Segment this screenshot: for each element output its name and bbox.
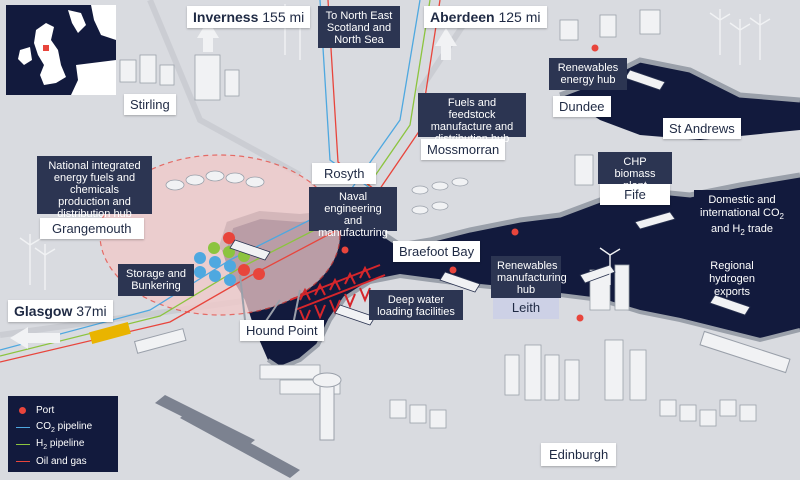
storage-bunkering-box: Storage and Bunkering — [118, 264, 194, 296]
dundee-label: Dundee — [553, 96, 611, 117]
braefoot-bay-label: Braefoot Bay — [393, 241, 481, 262]
stirling-label: Stirling — [124, 94, 176, 115]
edinburgh-label: Edinburgh — [541, 443, 617, 466]
mossmorran-label: Mossmorran — [421, 139, 506, 160]
co2-line-swatch — [16, 427, 30, 428]
fife-label: Fife — [600, 184, 670, 205]
glasgow-label: Glasgow 37mi — [8, 300, 113, 322]
legend: Port CO2 pipeline H2 pipeline Oil and ga… — [8, 396, 118, 472]
co2-pipeline — [0, 0, 421, 351]
deep-water-box: Deep water loading facilities — [369, 290, 463, 320]
renewables-energy-hub-box: Renewables energy hub — [549, 58, 627, 90]
aberdeen-name: Aberdeen — [430, 9, 495, 25]
inverness-name: Inverness — [193, 9, 259, 25]
grangemouth-label: Grangemouth — [40, 218, 144, 239]
inverness-label: Inverness 155 mi — [187, 6, 311, 28]
renewables-manufacturing-box: Renewables manufacturing hub — [491, 256, 567, 298]
aberdeen-distance: 125 mi — [498, 9, 541, 25]
legend-port: Port — [16, 402, 110, 419]
h2-pipeline — [0, 0, 431, 357]
st-andrews-label: St Andrews — [663, 118, 741, 139]
domestic-co2-line1: Domestic and — [708, 194, 776, 206]
domestic-co2-box: Domestic and international CO2 and H2 tr… — [694, 190, 790, 238]
glasgow-distance: 37mi — [76, 303, 107, 319]
rosyth-label: Rosyth — [312, 163, 377, 184]
arrow-left-icon — [10, 327, 60, 349]
hound-point-label: Hound Point — [240, 320, 324, 341]
legend-oil-gas: Oil and gas — [16, 453, 110, 470]
leith-label: Leith — [493, 297, 559, 319]
arrow-up-icon — [197, 20, 219, 52]
locator-map — [6, 5, 116, 95]
glasgow-name: Glasgow — [14, 303, 73, 319]
domestic-co2-line3: and H2 trade — [711, 223, 773, 238]
locator-map-svg — [6, 5, 116, 95]
regional-hydrogen-box: Regional hydrogen exports — [686, 256, 778, 298]
oil-gas-line-swatch — [16, 461, 30, 462]
inverness-distance: 155 mi — [262, 9, 305, 25]
h2-line-swatch — [16, 444, 30, 445]
ship-icon — [229, 69, 751, 326]
fuels-feedstock-box: Fuels and feedstock manufacture and dist… — [418, 93, 526, 145]
arrow-up-icon — [435, 28, 457, 60]
legend-co2: CO2 pipeline — [16, 419, 110, 436]
domestic-co2-line2: international CO2 — [700, 207, 784, 222]
legend-h2: H2 pipeline — [16, 436, 110, 453]
north-sea-box: To North East Scotland and North Sea — [318, 6, 400, 48]
naval-box: Naval engineering and manufacturing — [309, 187, 397, 239]
chp-biomass-box: CHP biomass plant — [598, 152, 672, 192]
port-dot-icon — [19, 407, 26, 414]
national-integrated-box: National integrated energy fuels and che… — [37, 156, 152, 220]
aberdeen-label: Aberdeen 125 mi — [424, 6, 547, 28]
